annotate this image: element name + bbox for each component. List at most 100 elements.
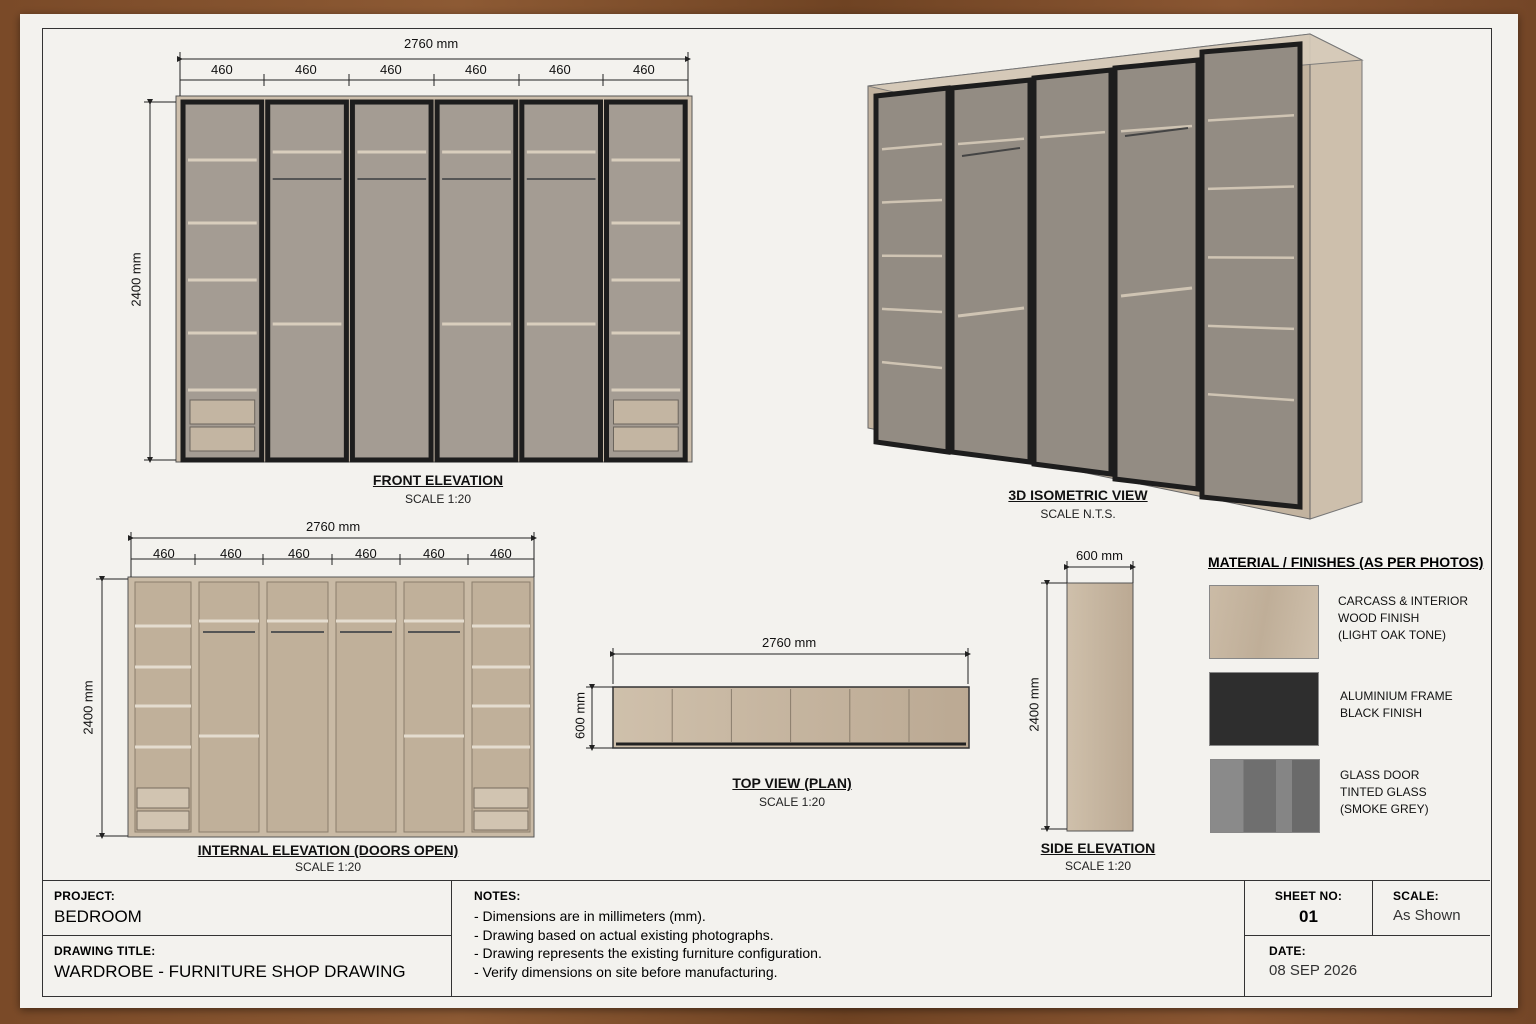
note-item: - Drawing based on actual existing photo… <box>474 926 774 943</box>
side-elevation-drawing <box>1066 582 1134 832</box>
door-glass <box>524 105 598 457</box>
isometric-view-drawing <box>867 33 1364 520</box>
front-module-2-dim: 460 <box>295 62 317 77</box>
iso-shelf <box>957 137 1025 146</box>
internal-module <box>198 581 260 833</box>
sheet-no-label: SHEET NO: <box>1274 889 1343 903</box>
iso-shelf <box>881 307 943 314</box>
oak-finish-label: CARCASS & INTERIOR WOOD FINISH (LIGHT OA… <box>1338 594 1469 642</box>
smoke-glass-swatch <box>1210 759 1320 833</box>
internal-module <box>403 581 465 833</box>
note-item: - Dimensions are in millimeters (mm). <box>474 908 706 924</box>
module-back <box>403 581 465 833</box>
front-module-1-dim: 460 <box>211 62 233 77</box>
scale-label: SCALE: <box>1393 889 1439 903</box>
side-height-dim: 2400 mm <box>1026 677 1042 732</box>
internal-module-1-dim: 460 <box>153 546 175 561</box>
iso-shelf <box>1120 124 1193 133</box>
top-view-title: TOP VIEW (PLAN) <box>732 775 852 791</box>
internal-module <box>335 581 397 833</box>
isometric-view-scale: SCALE N.T.S. <box>1040 507 1116 521</box>
front-module-6-dim: 460 <box>633 62 655 77</box>
iso-shelf <box>881 360 943 370</box>
top-view-drawing <box>612 686 970 749</box>
front-module-4-dim: 460 <box>465 62 487 77</box>
front-elevation-scale: SCALE 1:20 <box>404 492 472 506</box>
iso-door <box>1031 67 1114 477</box>
date-value: 08 SEP 2026 <box>1269 962 1358 979</box>
notes-cell: NOTES: - Dimensions are in millimeters (… <box>452 881 1245 997</box>
top-depth-dim: 600 mm <box>572 692 588 739</box>
date-cell: DATE: 08 SEP 2026 <box>1245 936 1490 997</box>
iso-door-frame <box>1199 41 1303 510</box>
front-door <box>349 99 434 463</box>
iso-shelf <box>1207 324 1295 331</box>
internal-elevation-scale: SCALE 1:20 <box>294 860 362 874</box>
scale-cell: SCALE: As Shown <box>1373 881 1490 936</box>
iso-door-frame <box>1112 57 1201 492</box>
front-door <box>519 99 603 463</box>
internal-elevation-dimensions <box>96 532 537 839</box>
door-glass <box>355 105 429 457</box>
iso-door-frame <box>949 77 1033 465</box>
note-item: - Verify dimensions on site before manuf… <box>474 963 778 980</box>
drawing-canvas <box>96 33 1364 839</box>
top-view-dimensions <box>586 648 971 751</box>
iso-shelf <box>1120 286 1193 298</box>
iso-rail <box>1124 127 1189 137</box>
date-label: DATE: <box>1269 944 1306 958</box>
iso-shelf <box>957 306 1025 318</box>
iso-shelf <box>1207 185 1295 191</box>
drawer <box>136 810 190 831</box>
internal-elevation-title: INTERNAL ELEVATION (DOORS OPEN) <box>197 842 459 858</box>
iso-shelf <box>881 198 943 204</box>
sheet-no-value: 01 <box>1299 907 1318 926</box>
internal-module <box>471 581 531 833</box>
door-glass <box>440 105 513 457</box>
isometric-view-title: 3D ISOMETRIC VIEW <box>1008 487 1148 503</box>
front-elevation-title: FRONT ELEVATION <box>372 472 504 488</box>
iso-door <box>1112 57 1201 492</box>
drawer <box>189 426 256 452</box>
internal-elevation-drawing <box>127 576 535 838</box>
drawing-title-cell: DRAWING TITLE: WARDROBE - FURNITURE SHOP… <box>42 936 452 997</box>
iso-door <box>1199 41 1303 510</box>
internal-module-4-dim: 460 <box>355 546 377 561</box>
side-elevation-title: SIDE ELEVATION <box>1040 840 1156 856</box>
drawer <box>189 399 256 425</box>
iso-shelf <box>1207 113 1295 122</box>
drawing-sheet: 2760 mm 460 460 460 460 460 460 2400 mm … <box>20 14 1518 1008</box>
side-elevation-dimensions <box>1041 561 1136 832</box>
drawer <box>473 787 529 809</box>
internal-module <box>266 581 329 833</box>
side-depth-dim: 600 mm <box>1076 548 1123 563</box>
notes-list: - Dimensions are in millimeters (mm). - … <box>474 907 1244 981</box>
top-overall-width-dim: 2760 mm <box>762 635 817 650</box>
front-door <box>180 99 265 463</box>
internal-module-2-dim: 460 <box>220 546 242 561</box>
front-module-3-dim: 460 <box>380 62 402 77</box>
front-door <box>434 99 519 463</box>
iso-door-frame <box>1031 67 1114 477</box>
front-height-dim: 2400 mm <box>128 252 144 307</box>
sheet-no-cell: SHEET NO: 01 <box>1245 881 1373 936</box>
front-overall-width-dim: 2760 mm <box>404 36 459 51</box>
iso-door <box>873 85 951 455</box>
module-back <box>266 581 329 833</box>
note-item: - Drawing represents the existing furnit… <box>474 945 822 961</box>
internal-module-6-dim: 460 <box>490 546 512 561</box>
internal-module-3-dim: 460 <box>288 546 310 561</box>
drawer <box>613 399 679 425</box>
door-glass <box>270 105 344 457</box>
side-elevation-scale: SCALE 1:20 <box>1064 859 1132 873</box>
top-view-scale: SCALE 1:20 <box>758 795 826 809</box>
scale-value: As Shown <box>1393 907 1461 924</box>
iso-shelf <box>881 142 943 151</box>
front-door <box>604 99 688 463</box>
drawing-title-label: DRAWING TITLE: <box>54 944 156 958</box>
drawer <box>136 787 190 809</box>
project-value: BEDROOM <box>54 907 142 926</box>
front-elevation-drawing <box>175 95 693 463</box>
iso-door <box>949 77 1033 465</box>
drawer <box>613 426 679 452</box>
